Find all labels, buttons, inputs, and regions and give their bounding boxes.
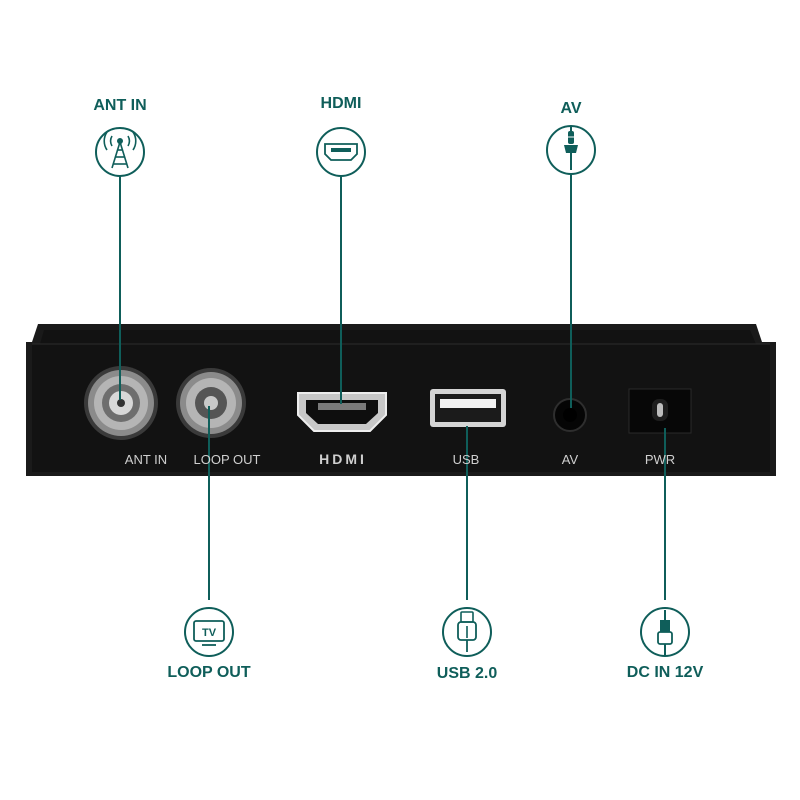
tv-icon-text: TV: [202, 627, 217, 639]
callout-dc-in: DC IN 12V: [626, 664, 704, 681]
device-label-av: AV: [561, 452, 579, 467]
callout-ant-in: ANT IN: [93, 97, 147, 114]
callout-av: AV: [560, 100, 582, 117]
callout-usb: USB 2.0: [436, 665, 498, 682]
ant-in-port: [84, 366, 158, 440]
leader-lines: [119, 174, 666, 600]
device-body: [26, 324, 776, 476]
device-label-hdmi: HDMI: [319, 451, 367, 467]
hdmi-icon: [316, 127, 366, 177]
hdmi-port: [297, 392, 387, 432]
callout-hdmi: HDMI: [320, 95, 362, 112]
device-label-ant-in: ANT IN: [124, 452, 168, 467]
pwr-port: [628, 388, 692, 434]
device-label-pwr: PWR: [644, 452, 676, 467]
tv-icon: TV: [184, 607, 234, 657]
device-label-usb: USB: [452, 452, 480, 467]
dc-plug-icon: [640, 607, 690, 657]
device-label-loop-out: LOOP OUT: [193, 452, 261, 467]
usb-port: [430, 389, 506, 427]
callout-loop-out: LOOP OUT: [167, 664, 251, 681]
loop-out-port: [176, 368, 246, 438]
usb-icon: [442, 607, 492, 657]
av-jack-icon: [546, 125, 596, 175]
antenna-icon: [95, 127, 145, 177]
